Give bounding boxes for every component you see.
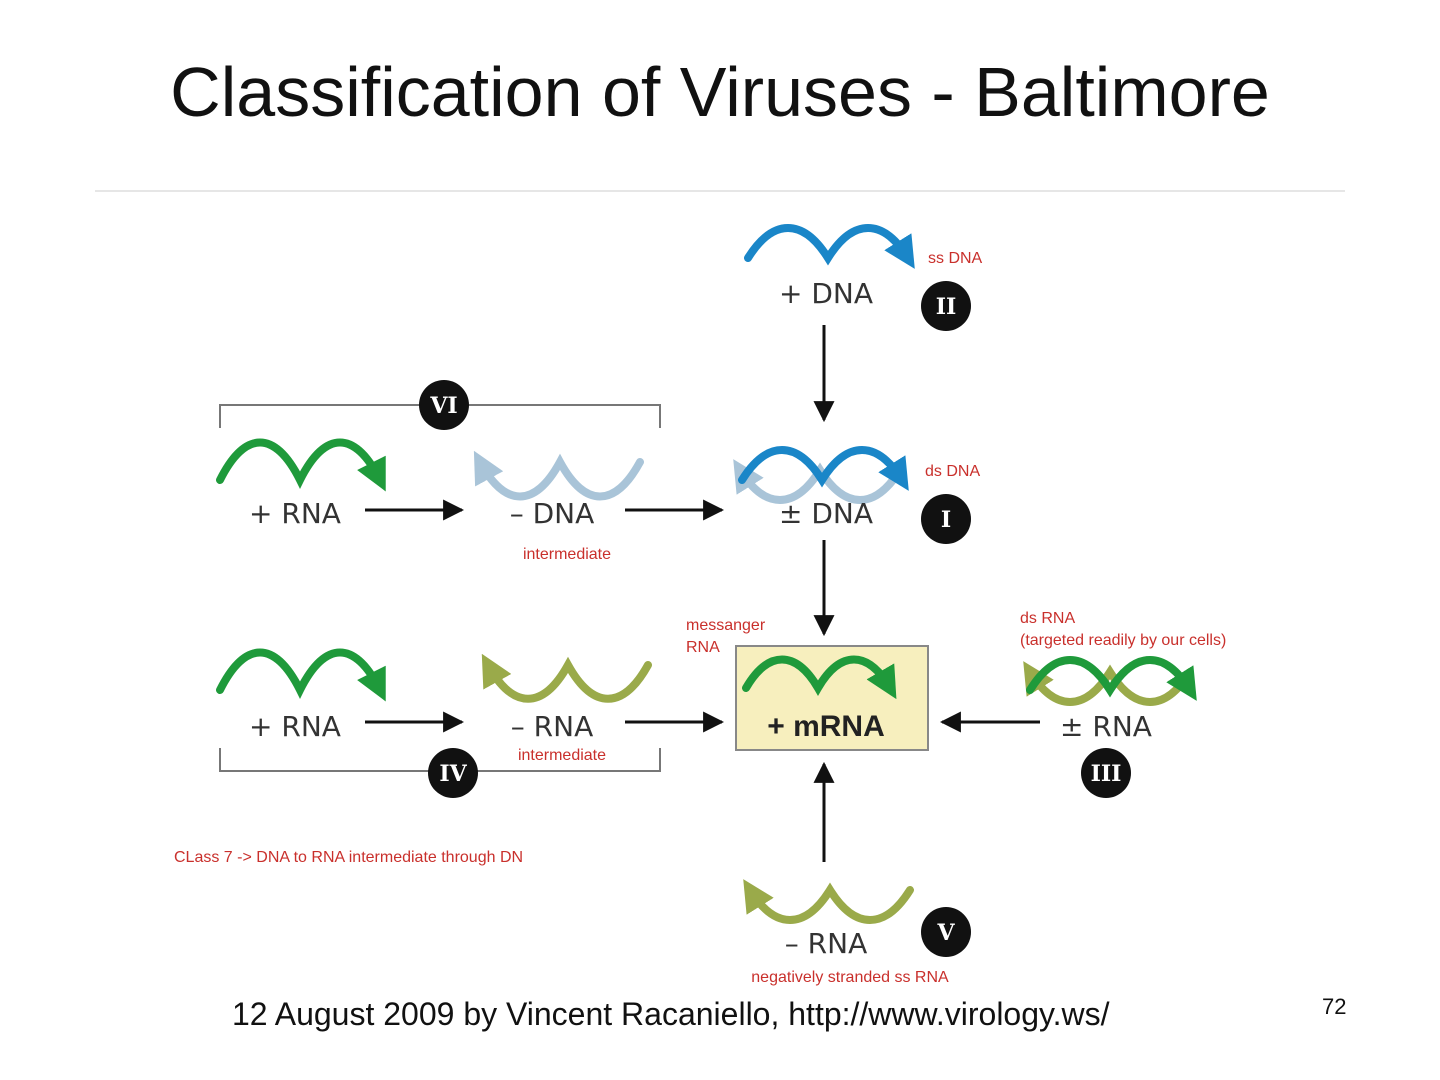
class-ii-label: + DNA xyxy=(779,277,873,310)
plus-rna-strand-vi xyxy=(216,438,386,492)
class-iv-intermediate-note: intermediate xyxy=(518,747,606,764)
plus-rna-strand-iv xyxy=(216,648,386,702)
ds-rna-plus-strand xyxy=(1026,656,1197,701)
minus-dna-strand xyxy=(473,450,644,501)
slide-footer: 12 August 2009 by Vincent Racaniello, ht… xyxy=(232,996,1110,1032)
messenger-note-line1: messanger xyxy=(686,617,766,634)
class-vi-mid-label: – DNA xyxy=(510,497,595,530)
class-vi-badge: VI xyxy=(419,380,469,430)
class-iii-badge: III xyxy=(1081,748,1131,798)
class-ii-badge: II xyxy=(921,281,971,331)
mrna-label: + mRNA xyxy=(767,710,885,743)
title-divider xyxy=(95,190,1345,192)
class-ii-numeral: II xyxy=(936,294,957,320)
class-iv-numeral: IV xyxy=(439,761,467,787)
class-i-numeral: I xyxy=(941,507,951,533)
class-7-note: CLass 7 -> DNA to RNA intermediate throu… xyxy=(174,849,523,866)
class-v-badge: V xyxy=(921,907,971,957)
class-iii-note-line1: ds RNA xyxy=(1020,610,1075,627)
class-i-note: ds DNA xyxy=(925,463,980,480)
class-vi-start-label: + RNA xyxy=(249,497,341,530)
mrna-strand xyxy=(742,655,897,700)
ds-rna-minus-strand xyxy=(1023,661,1194,706)
class-ii-note: ss DNA xyxy=(928,250,983,267)
minus-rna-strand-v xyxy=(743,879,914,924)
class-vi-intermediate-note: intermediate xyxy=(523,546,611,563)
minus-rna-intermediate-strand xyxy=(481,653,652,703)
class-iv-badge: IV xyxy=(428,748,478,798)
class-iv-start-label: + RNA xyxy=(249,710,341,743)
class-v-note: negatively stranded ss RNA xyxy=(751,969,949,986)
class-v-label: – RNA xyxy=(785,927,867,960)
class-i-label: ± DNA xyxy=(779,497,873,530)
class-iv-mid-label: – RNA xyxy=(511,710,593,743)
class-i-badge: I xyxy=(921,494,971,544)
ds-dna-plus-strand xyxy=(738,446,909,491)
class-iii-note-line2: (targeted readily by our cells) xyxy=(1020,632,1226,649)
ss-dna-strand xyxy=(744,224,915,269)
messenger-note-line2: RNA xyxy=(686,639,720,656)
class-iii-numeral: III xyxy=(1091,761,1122,787)
class-iii-label: ± RNA xyxy=(1060,710,1152,743)
class-vi-numeral: VI xyxy=(429,393,457,419)
page-number: 72 xyxy=(1322,994,1347,1019)
slide-title: Classification of Viruses - Baltimore xyxy=(170,53,1270,131)
class-v-numeral: V xyxy=(936,920,955,946)
